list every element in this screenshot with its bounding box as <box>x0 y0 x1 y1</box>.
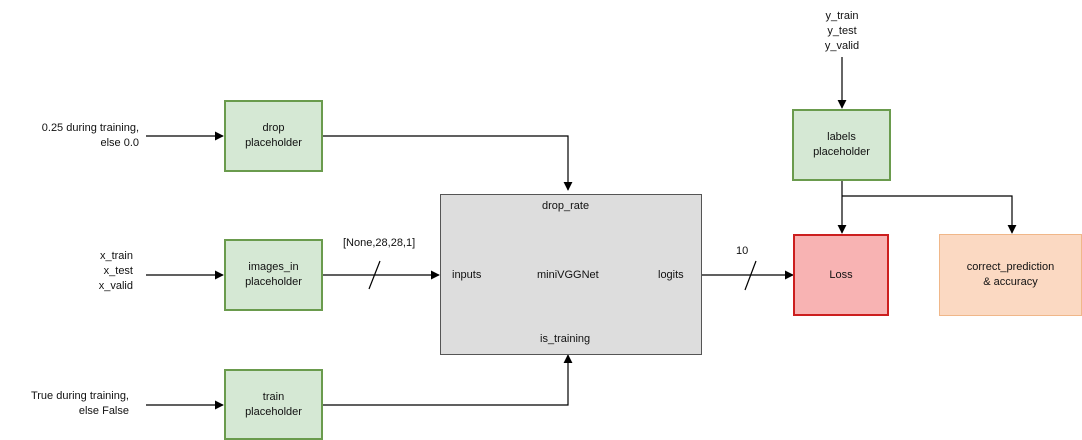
accuracy-box: correct_prediction & accuracy <box>939 234 1082 316</box>
model-name: miniVGGNet <box>537 269 599 281</box>
model-port-logits: logits <box>658 269 684 281</box>
edge-labels-to-accuracy <box>842 195 1017 234</box>
drop-placeholder-box: drop placeholder <box>224 100 323 172</box>
dim-slash-mark <box>744 260 757 291</box>
images-in-placeholder-box: images_in placeholder <box>224 239 323 311</box>
model-port-drop-rate: drop_rate <box>542 200 590 212</box>
shape-slash-mark <box>368 260 381 290</box>
loss-box: Loss <box>793 234 889 316</box>
train-input-label: True during training, else False <box>30 390 129 417</box>
edge-train-to-model <box>322 354 573 406</box>
drop-input-label: 0.25 during training, else 0.0 <box>41 122 139 149</box>
model-port-is-training: is_training <box>540 333 591 345</box>
input-shape-label: [None,28,28,1] <box>343 237 416 249</box>
logits-dim-label: 10 <box>736 245 749 257</box>
model-block <box>440 194 702 355</box>
images-input-label: x_train x_test x_valid <box>98 250 133 292</box>
edge-drop-to-model <box>322 135 573 191</box>
labels-input-label: y_train y_test y_valid <box>824 10 860 52</box>
model-port-inputs: inputs <box>452 269 482 281</box>
labels-placeholder-box: labels placeholder <box>792 109 891 181</box>
train-placeholder-box: train placeholder <box>224 369 323 440</box>
